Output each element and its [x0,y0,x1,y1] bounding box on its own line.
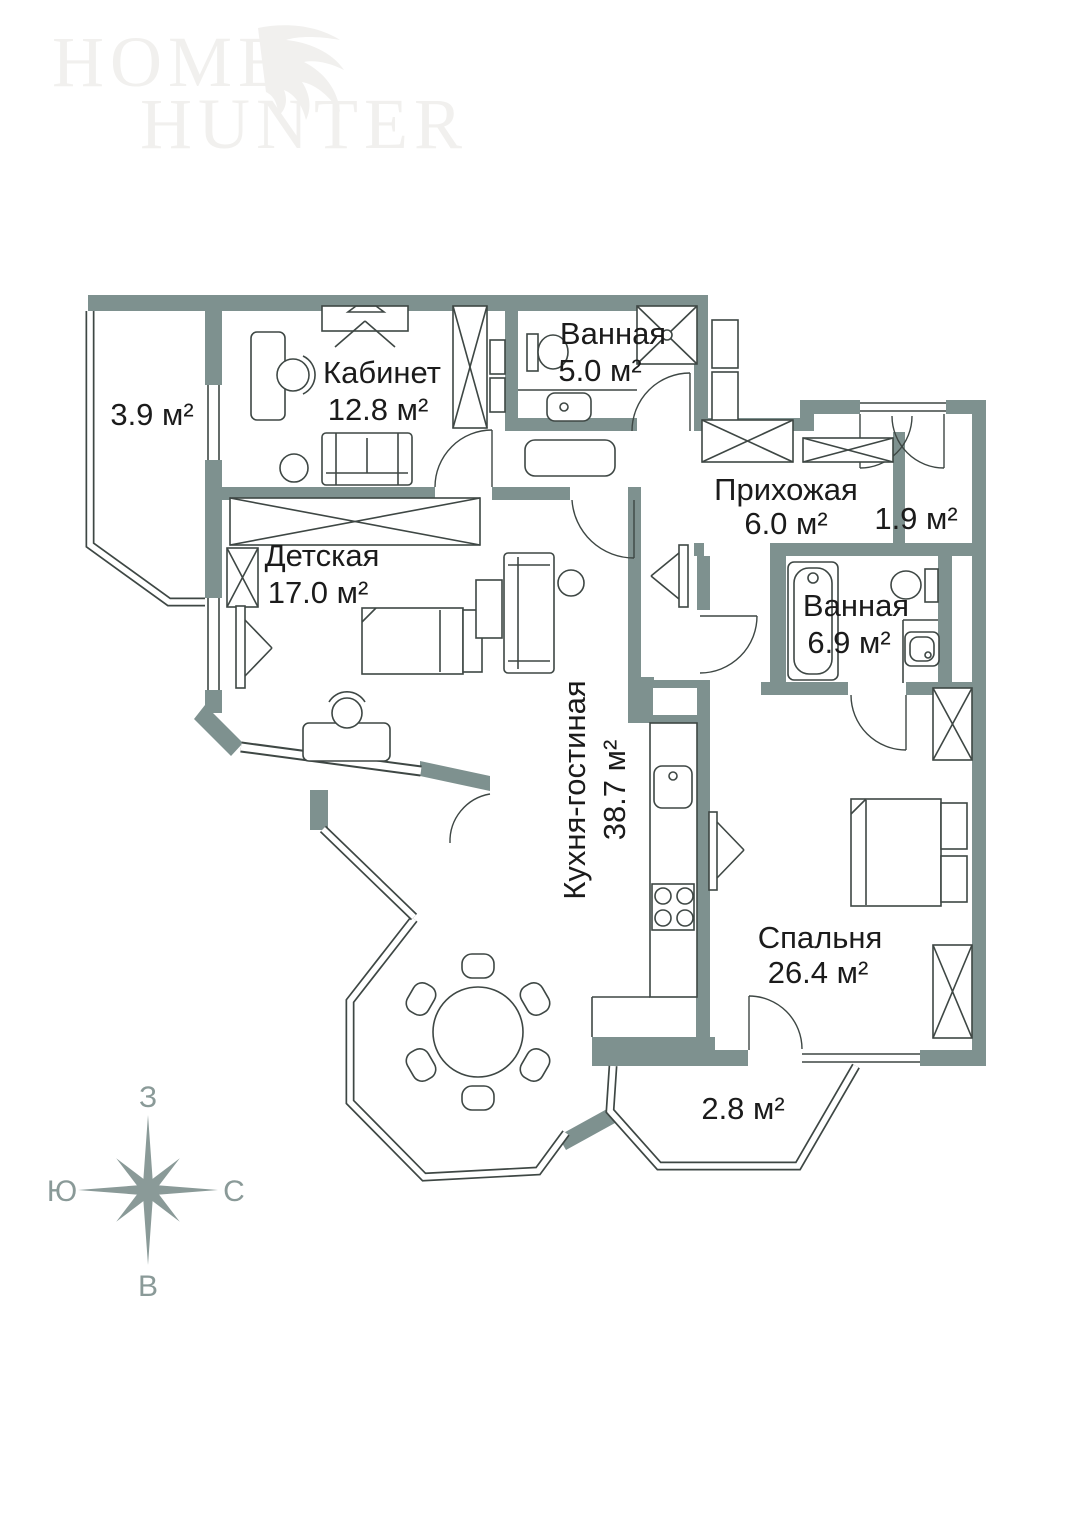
kitchen-counter [649,722,698,998]
eagle-icon [258,25,344,120]
compass-south: Ю [47,1175,77,1208]
wardrobe-icon [701,419,794,463]
wardrobe-icon [802,437,894,463]
hall-console-icon [524,439,616,477]
stool-icon [279,453,309,483]
door-bath5 [631,372,691,432]
dining-chair-icon [405,1048,437,1082]
furniture-hallway [701,419,894,463]
furniture-bath69 [787,561,940,683]
shelf-icon [489,377,506,413]
furniture-detskaya [226,497,585,762]
label-bath69-name: Ванная [803,588,909,623]
bed-icon [361,607,483,675]
wardrobe-icon [226,547,259,608]
label-kitchen-area: 38.7 м² [597,740,632,841]
nightstand-icon [475,579,503,639]
door-bedroom [699,615,758,674]
label-detskaya-area: 17.0 м² [268,575,369,610]
tv-icon [708,811,745,891]
side-table-icon [557,569,585,597]
label-bath5-area: 5.0 м² [558,353,641,388]
toilet-icon [890,568,939,603]
furniture-kabinet [250,305,506,486]
shelf-icon [489,339,506,375]
tv-icon [321,305,409,348]
tv-icon [235,605,273,689]
kitchen-sink-icon [653,765,693,809]
furniture-bedroom [708,687,973,1039]
label-bath5-name: Ванная [560,316,666,351]
bay-window-octagon [345,916,570,1182]
door-detskaya [571,499,635,559]
desk-chair-icon [276,358,310,392]
label-closet19-area: 1.9 м² [874,501,957,536]
dining-chair-icon [461,953,495,979]
furniture-kitchen [405,544,698,1111]
door-bedroom-balcony [748,995,803,1050]
dining-chair-icon [405,982,437,1016]
window-detskaya [203,598,224,690]
label-bath69-area: 6.9 м² [807,625,890,660]
compass-rose: З Ю С В [47,1081,245,1303]
label-detskaya-name: Детская [265,538,380,573]
window-bedroom [802,1049,920,1067]
compass-north: С [223,1175,245,1208]
wardrobe-icon [932,944,973,1039]
sofa-icon [503,552,555,674]
door-kabinet [434,429,493,488]
balcony39-rail [85,311,205,607]
tv-icon [650,544,689,608]
door-bay-court [449,793,491,844]
toilet-icon [526,333,569,372]
dining-chair-icon [519,1048,551,1082]
dining-chair-icon [519,982,551,1016]
double-bed-icon [850,798,968,907]
wardrobe-icon [932,687,973,761]
label-hallway-area: 6.0 м² [744,506,827,541]
wardrobe-icon [229,497,481,546]
label-bedroom-name: Спальня [758,920,883,955]
window-kabinet [203,385,224,460]
compass-star-icon [78,1115,218,1265]
door-closet19 [891,414,945,469]
balcony28-rail [605,1063,860,1171]
entrance-opening [860,399,946,415]
sink-icon [904,631,940,667]
doors [434,372,945,1050]
label-kabinet-name: Кабинет [323,355,441,390]
wardrobe-icon [452,305,488,429]
compass-east: В [138,1270,158,1303]
door-bath69 [850,694,907,751]
sofa-icon [321,432,413,486]
shower-icon [636,305,698,365]
sink-icon [546,392,592,422]
bathtub-icon [787,561,839,681]
label-bedroom-area: 26.4 м² [768,955,869,990]
duct-shaft [653,688,697,715]
label-balcony39-area: 3.9 м² [110,397,193,432]
label-hallway-name: Прихожая [714,472,858,507]
watermark-line1: HOME [52,22,288,102]
dining-chair-icon [461,1085,495,1111]
desk-chair-icon [331,697,363,729]
label-balcony28-area: 2.8 м² [701,1091,784,1126]
bay-window-court [319,825,418,921]
label-kitchen-name: Кухня-гостиная [557,680,592,899]
label-kabinet-area: 12.8 м² [328,392,429,427]
stove-icon [651,883,695,931]
duct-box [711,319,739,369]
room-labels: 3.9 м² Кабинет 12.8 м² Ванная 5.0 м² При… [110,316,957,1126]
dining-table-icon [405,953,551,1111]
compass-west: З [139,1081,157,1114]
